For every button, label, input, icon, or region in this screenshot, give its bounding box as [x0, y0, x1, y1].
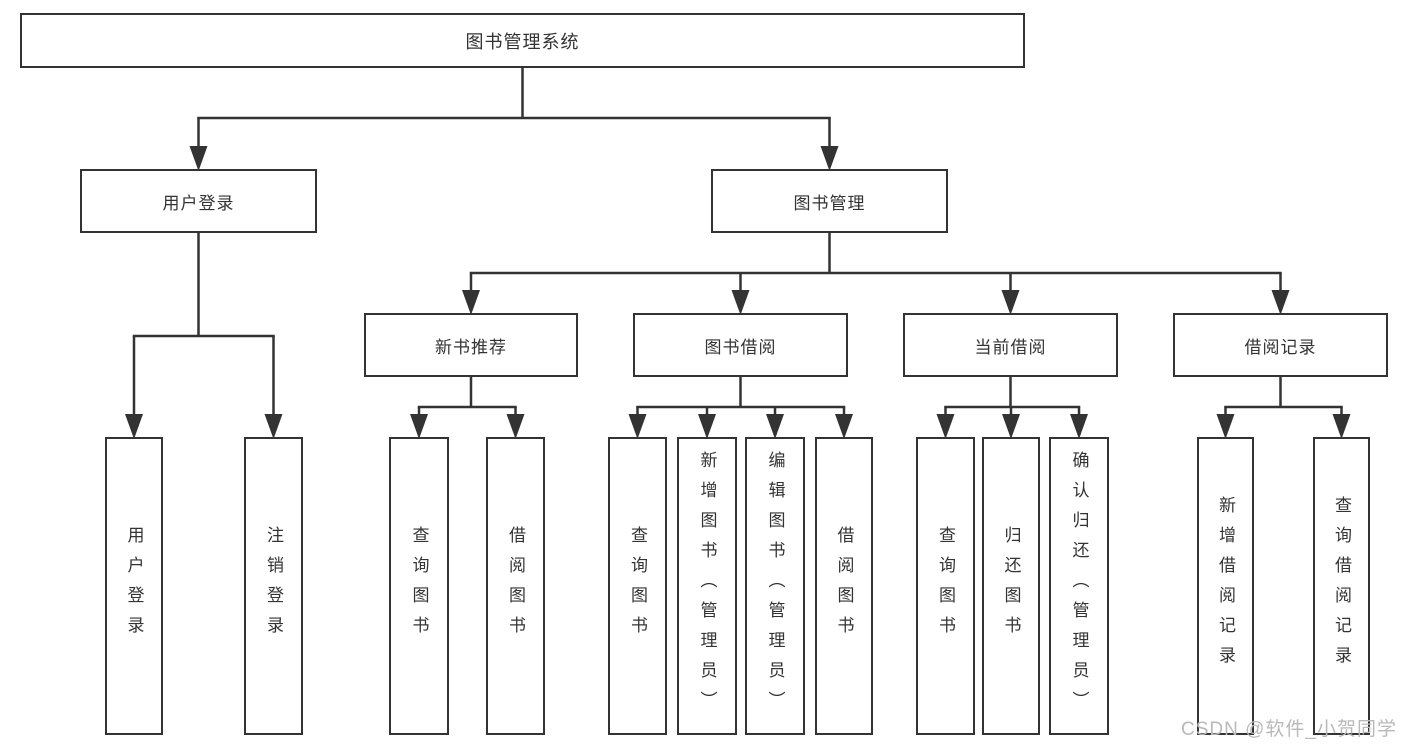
- node-label-leaf-rec-borrow: 借阅图书: [506, 526, 525, 646]
- csdn-watermark: CSDN @软件_小贺同学: [1181, 719, 1397, 740]
- arrowhead-user-login: [189, 146, 208, 171]
- node-leaf-bb-add: 新增图书（管理员）: [677, 437, 737, 735]
- node-label-leaf-bb-query: 查询图书: [628, 526, 647, 646]
- arrowhead-leaf-bb-borrow: [835, 414, 853, 439]
- node-label-leaf-br-add: 新增借阅记录: [1216, 496, 1235, 676]
- node-root: 图书管理系统: [20, 13, 1025, 68]
- node-user-login: 用户登录: [80, 169, 317, 233]
- arrowhead-leaf-logout: [264, 414, 283, 439]
- arrowhead-leaf-br-add: [1216, 414, 1235, 439]
- node-label-book-borrow: 图书借阅: [704, 337, 777, 357]
- node-label-new-book-rec: 新书推荐: [435, 337, 507, 357]
- node-leaf-cb-confirm: 确认归还（管理员）: [1049, 437, 1109, 735]
- node-current-borrow: 当前借阅: [903, 313, 1118, 377]
- node-label-leaf-logout: 注销登录: [264, 526, 283, 646]
- node-label-user-login: 用户登录: [162, 193, 235, 213]
- node-leaf-bb-query: 查询图书: [608, 437, 667, 735]
- node-leaf-rec-borrow: 借阅图书: [486, 437, 545, 735]
- node-label-leaf-bb-add: 新增图书（管理员）: [697, 451, 717, 721]
- node-leaf-rec-query: 查询图书: [389, 437, 449, 735]
- arrowhead-leaf-bb-edit: [766, 414, 784, 439]
- arrowhead-leaf-bb-add: [698, 414, 716, 439]
- node-label-leaf-cb-confirm: 确认归还（管理员）: [1069, 451, 1089, 721]
- arrowhead-borrow-records: [1271, 290, 1290, 315]
- node-leaf-bb-edit: 编辑图书（管理员）: [745, 437, 805, 735]
- arrowhead-leaf-cb-confirm: [1070, 414, 1088, 439]
- arrowhead-leaf-rec-borrow: [506, 414, 525, 439]
- arrowhead-current-borrow: [1001, 290, 1020, 315]
- node-label-leaf-cb-return: 归还图书: [1001, 526, 1021, 646]
- arrowhead-book-mgmt: [820, 146, 839, 171]
- node-borrow-records: 借阅记录: [1173, 313, 1388, 377]
- arrowhead-leaf-rec-query: [410, 414, 428, 439]
- node-label-leaf-user-login: 用户登录: [124, 526, 144, 646]
- arrowhead-leaf-cb-query: [936, 414, 955, 439]
- arrowhead-new-book-rec: [462, 290, 480, 315]
- arrowhead-leaf-bb-query: [628, 414, 647, 439]
- node-new-book-rec: 新书推荐: [364, 313, 578, 377]
- node-label-leaf-bb-edit: 编辑图书（管理员）: [765, 451, 785, 721]
- node-label-borrow-records: 借阅记录: [1244, 337, 1317, 357]
- arrowhead-leaf-br-query: [1332, 414, 1351, 439]
- node-label-book-mgmt: 图书管理: [793, 193, 866, 213]
- arrowhead-book-borrow: [731, 290, 750, 315]
- node-leaf-user-login: 用户登录: [105, 437, 163, 735]
- node-book-borrow: 图书借阅: [633, 313, 848, 377]
- node-label-leaf-rec-query: 查询图书: [409, 526, 429, 646]
- node-label-root: 图书管理系统: [465, 31, 580, 52]
- node-label-current-borrow: 当前借阅: [974, 337, 1047, 357]
- arrowhead-leaf-user-login: [125, 414, 143, 439]
- node-leaf-logout: 注销登录: [244, 437, 303, 735]
- node-label-leaf-cb-query: 查询图书: [936, 526, 955, 646]
- node-leaf-br-add: 新增借阅记录: [1197, 437, 1254, 735]
- arrowhead-leaf-cb-return: [1002, 414, 1020, 439]
- node-leaf-cb-query: 查询图书: [916, 437, 975, 735]
- node-leaf-bb-borrow: 借阅图书: [815, 437, 873, 735]
- node-leaf-cb-return: 归还图书: [982, 437, 1040, 735]
- node-book-mgmt: 图书管理: [711, 169, 948, 233]
- node-label-leaf-br-query: 查询借阅记录: [1332, 496, 1351, 676]
- node-leaf-br-query: 查询借阅记录: [1313, 437, 1370, 735]
- node-label-leaf-bb-borrow: 借阅图书: [834, 526, 854, 646]
